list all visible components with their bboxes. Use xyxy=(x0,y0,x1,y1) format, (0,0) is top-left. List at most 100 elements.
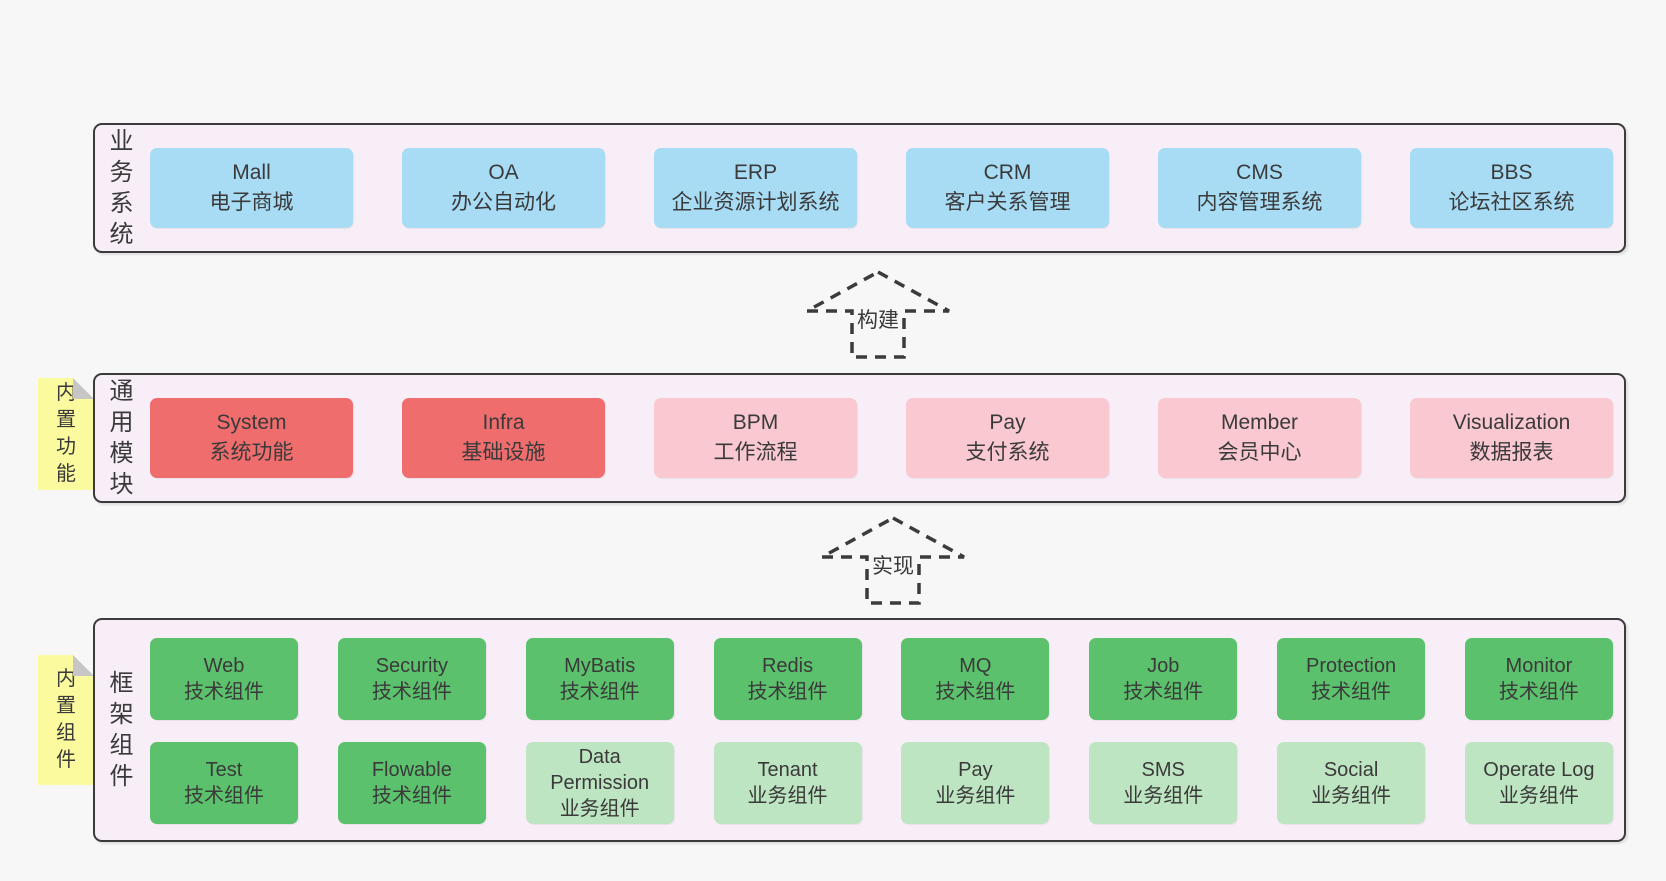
folded-corner-icon xyxy=(73,655,94,676)
component-box: Operate Log 业务组件 xyxy=(1464,742,1613,824)
box-subtitle: 基础设施 xyxy=(461,441,546,464)
box-title: Visualization xyxy=(1452,411,1571,434)
built-in-components-note-label: 内置组件 xyxy=(56,668,76,771)
system-box: CRM 客户关系管理 xyxy=(906,148,1109,228)
box-subtitle: 技术组件 xyxy=(559,681,640,703)
component-box: SMS 业务组件 xyxy=(1089,742,1238,824)
system-box: Mall 电子商城 xyxy=(150,148,353,228)
built-in-features-note-label: 内置功能 xyxy=(56,382,76,485)
box-subtitle: 技术组件 xyxy=(747,681,828,703)
system-box: ERP 企业资源计划系统 xyxy=(654,148,857,228)
box-subtitle: 论坛社区系统 xyxy=(1448,191,1575,214)
component-box: MyBatis 技术组件 xyxy=(525,638,674,720)
framework-components-rows: Web 技术组件 Security 技术组件 MyBatis 技术组件 Redi… xyxy=(150,638,1613,824)
component-box: Tenant 业务组件 xyxy=(713,742,862,824)
box-subtitle: 技术组件 xyxy=(184,785,264,807)
box-subtitle: 系统功能 xyxy=(209,441,294,464)
system-box: BBS 论坛社区系统 xyxy=(1410,148,1613,228)
box-subtitle: 办公自动化 xyxy=(451,191,556,214)
box-subtitle: 技术组件 xyxy=(371,785,452,807)
box-subtitle: 业务组件 xyxy=(1498,785,1579,807)
build-arrow-label: 构建 xyxy=(854,304,902,334)
component-box: Protection 技术组件 xyxy=(1277,638,1426,720)
box-title: MyBatis xyxy=(564,655,636,677)
box-subtitle: 技术组件 xyxy=(1498,681,1579,703)
box-title: System xyxy=(216,411,287,434)
business-systems-box-row: Mall 电子商城 OA 办公自动化 ERP 企业资源计划系统 CRM 客户关系… xyxy=(150,125,1613,251)
framework-components-panel: 框架组件 Web 技术组件 Security 技术组件 MyBatis 技术组件 xyxy=(93,618,1626,842)
build-up-arrow-icon: 构建 xyxy=(805,270,951,360)
box-subtitle: 数据报表 xyxy=(1469,441,1554,464)
box-title: BBS xyxy=(1490,161,1533,184)
box-title: Pay xyxy=(989,411,1026,434)
common-modules-label: 通用模块 xyxy=(109,378,134,498)
box-subtitle: 内容管理系统 xyxy=(1196,191,1323,214)
components-row-1: Web 技术组件 Security 技术组件 MyBatis 技术组件 Redi… xyxy=(150,638,1613,720)
system-box: CMS 内容管理系统 xyxy=(1158,148,1361,228)
box-title: BPM xyxy=(732,411,779,434)
box-subtitle: 工作流程 xyxy=(713,441,798,464)
module-box: BPM 工作流程 xyxy=(654,398,857,478)
box-subtitle: 业务组件 xyxy=(1123,785,1204,807)
box-title: Security xyxy=(375,655,448,677)
component-box: Social 业务组件 xyxy=(1277,742,1426,824)
box-title: Data Permission xyxy=(550,746,650,794)
module-box: System 系统功能 xyxy=(150,398,353,478)
module-box: Visualization 数据报表 xyxy=(1410,398,1613,478)
component-box: Web 技术组件 xyxy=(150,638,298,720)
component-box: Flowable 技术组件 xyxy=(337,742,486,824)
box-subtitle: 业务组件 xyxy=(1311,785,1392,807)
box-title: OA xyxy=(488,161,519,184)
box-subtitle: 支付系统 xyxy=(965,441,1050,464)
components-row-2: Test 技术组件 Flowable 技术组件 Data Permission … xyxy=(150,742,1613,824)
box-title: Social xyxy=(1323,759,1379,781)
component-box: Monitor 技术组件 xyxy=(1464,638,1613,720)
box-title: Protection xyxy=(1306,655,1397,677)
box-subtitle: 技术组件 xyxy=(184,681,264,703)
common-modules-box-row: System 系统功能 Infra 基础设施 BPM 工作流程 Pay 支付系统… xyxy=(150,375,1613,501)
business-systems-label: 业务系统 xyxy=(109,128,134,248)
box-title: Job xyxy=(1147,655,1180,677)
box-subtitle: 技术组件 xyxy=(935,681,1016,703)
component-box: Data Permission 业务组件 xyxy=(525,742,674,824)
module-box: Infra 基础设施 xyxy=(402,398,605,478)
box-subtitle: 企业资源计划系统 xyxy=(671,191,840,214)
common-modules-panel: 通用模块 System 系统功能 Infra 基础设施 BPM 工作流程 Pay… xyxy=(93,373,1626,503)
box-title: ERP xyxy=(733,161,778,184)
box-subtitle: 业务组件 xyxy=(747,785,828,807)
box-title: Operate Log xyxy=(1483,759,1595,781)
box-subtitle: 会员中心 xyxy=(1217,441,1302,464)
module-box: Pay 支付系统 xyxy=(906,398,1109,478)
box-title: Flowable xyxy=(371,759,452,781)
box-title: Member xyxy=(1220,411,1299,434)
box-title: Test xyxy=(205,759,243,781)
box-subtitle: 技术组件 xyxy=(1123,681,1204,703)
box-title: Monitor xyxy=(1505,655,1573,677)
box-title: CRM xyxy=(983,161,1032,184)
box-title: Pay xyxy=(958,759,993,781)
built-in-features-note: 内置功能 xyxy=(38,378,94,490)
module-box: Member 会员中心 xyxy=(1158,398,1361,478)
component-box: Pay 业务组件 xyxy=(901,742,1050,824)
implement-up-arrow-icon: 实现 xyxy=(820,516,966,606)
box-title: Web xyxy=(203,655,245,677)
business-systems-panel: 业务系统 Mall 电子商城 OA 办公自动化 ERP 企业资源计划系统 CRM… xyxy=(93,123,1626,253)
component-box: Security 技术组件 xyxy=(337,638,486,720)
box-subtitle: 业务组件 xyxy=(935,785,1016,807)
folded-corner-icon xyxy=(73,378,94,399)
system-box: OA 办公自动化 xyxy=(402,148,605,228)
component-box: MQ 技术组件 xyxy=(901,638,1050,720)
box-subtitle: 技术组件 xyxy=(371,681,452,703)
box-subtitle: 客户关系管理 xyxy=(944,191,1071,214)
framework-components-label: 框架组件 xyxy=(109,670,134,790)
box-title: SMS xyxy=(1141,759,1185,781)
box-subtitle: 业务组件 xyxy=(559,798,640,820)
component-box: Redis 技术组件 xyxy=(713,638,862,720)
box-title: CMS xyxy=(1236,161,1283,184)
box-subtitle: 电子商城 xyxy=(209,191,294,214)
box-subtitle: 技术组件 xyxy=(1311,681,1392,703)
box-title: Redis xyxy=(761,655,814,677)
box-title: Infra xyxy=(482,411,525,434)
implement-arrow-label: 实现 xyxy=(869,550,917,580)
built-in-components-note: 内置组件 xyxy=(38,655,94,785)
